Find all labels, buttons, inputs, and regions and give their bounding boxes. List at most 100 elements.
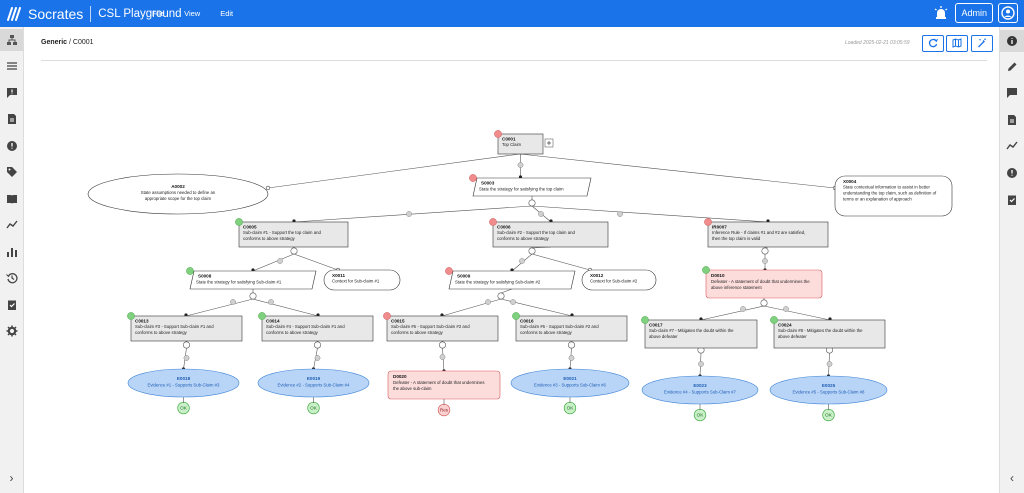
junction-circle[interactable] bbox=[528, 199, 536, 207]
status-badge[interactable] bbox=[489, 218, 497, 226]
link-marker[interactable] bbox=[230, 299, 236, 305]
comment-icon[interactable] bbox=[1000, 82, 1024, 104]
junction-circle[interactable] bbox=[183, 341, 191, 349]
brand[interactable]: Socrates CSL Playground bbox=[6, 3, 182, 24]
link-marker[interactable] bbox=[762, 258, 768, 264]
claim-box[interactable] bbox=[130, 315, 243, 342]
alert-circle-icon[interactable] bbox=[1000, 162, 1024, 184]
map-button[interactable] bbox=[946, 35, 968, 52]
junction-circle[interactable] bbox=[528, 247, 536, 255]
claim-box[interactable] bbox=[515, 315, 628, 342]
link-marker[interactable] bbox=[314, 355, 321, 361]
claim-box[interactable] bbox=[238, 221, 349, 248]
claim-box[interactable] bbox=[707, 221, 829, 248]
refresh-button[interactable] bbox=[922, 35, 944, 52]
status-badge[interactable] bbox=[469, 174, 477, 182]
menu-edit[interactable]: Edit bbox=[220, 9, 234, 18]
junction-circle[interactable] bbox=[761, 247, 769, 255]
junction-circle[interactable] bbox=[290, 247, 298, 255]
context-rounded-box[interactable] bbox=[323, 269, 401, 291]
status-badge[interactable] bbox=[445, 267, 453, 275]
strategy-parallelogram[interactable] bbox=[189, 270, 317, 290]
comment-alert-icon[interactable] bbox=[0, 82, 23, 104]
document-icon[interactable] bbox=[0, 108, 23, 130]
link-marker[interactable] bbox=[568, 355, 575, 361]
claim-box[interactable] bbox=[386, 315, 499, 342]
history-icon[interactable] bbox=[0, 267, 23, 289]
status-badge[interactable] bbox=[702, 266, 710, 274]
status-badge[interactable] bbox=[235, 218, 243, 226]
bar-chart-icon[interactable] bbox=[0, 241, 23, 263]
book-icon[interactable] bbox=[0, 188, 23, 210]
status-badge[interactable] bbox=[494, 130, 502, 138]
pencil-icon[interactable] bbox=[1000, 56, 1024, 78]
junction-circle[interactable] bbox=[497, 292, 505, 300]
junction-circle[interactable] bbox=[313, 341, 321, 349]
link-marker[interactable] bbox=[268, 299, 274, 305]
link-marker[interactable] bbox=[519, 258, 525, 264]
link-marker[interactable] bbox=[510, 299, 516, 305]
menu-file[interactable]: File bbox=[152, 9, 165, 18]
link-marker[interactable] bbox=[406, 211, 412, 217]
link-marker[interactable] bbox=[485, 299, 491, 305]
junction-circle[interactable] bbox=[567, 341, 575, 349]
strategy-parallelogram[interactable] bbox=[472, 177, 592, 197]
link-marker[interactable] bbox=[183, 355, 190, 361]
link-marker[interactable] bbox=[517, 162, 524, 168]
gear-icon[interactable] bbox=[0, 320, 23, 342]
junction-circle[interactable] bbox=[438, 341, 446, 349]
claim-box[interactable] bbox=[497, 133, 544, 155]
layout-button[interactable] bbox=[971, 35, 993, 52]
clipboard-check-icon[interactable] bbox=[0, 294, 23, 316]
menu-view[interactable]: View bbox=[184, 9, 201, 18]
claim-box[interactable] bbox=[773, 319, 886, 349]
status-badge[interactable] bbox=[186, 267, 194, 275]
clipboard-check-icon[interactable] bbox=[1000, 189, 1024, 211]
assumption-ellipse[interactable] bbox=[87, 173, 269, 215]
claim-box[interactable] bbox=[492, 221, 609, 248]
expand-left-sidebar-button[interactable]: › bbox=[9, 471, 14, 485]
status-badge[interactable] bbox=[770, 316, 778, 324]
status-badge[interactable] bbox=[641, 316, 649, 324]
link-marker[interactable] bbox=[439, 354, 446, 360]
defeater-box[interactable] bbox=[705, 269, 823, 299]
claim-box[interactable] bbox=[261, 315, 374, 342]
status-badge[interactable] bbox=[383, 312, 391, 320]
link-marker[interactable] bbox=[617, 211, 623, 217]
link-marker[interactable] bbox=[538, 211, 544, 217]
status-badge[interactable] bbox=[512, 312, 520, 320]
alert-circle-icon[interactable] bbox=[0, 135, 23, 157]
admin-button[interactable]: Admin bbox=[955, 3, 993, 23]
expand-toggle-button[interactable] bbox=[544, 138, 554, 148]
status-badge[interactable] bbox=[127, 312, 135, 320]
trend-icon[interactable] bbox=[1000, 135, 1024, 157]
document-icon[interactable] bbox=[1000, 109, 1024, 131]
strategy-parallelogram[interactable] bbox=[448, 270, 576, 290]
status-badge[interactable] bbox=[704, 218, 712, 226]
link-marker[interactable] bbox=[698, 361, 704, 367]
context-rounded-box[interactable] bbox=[581, 269, 657, 291]
collapse-right-sidebar-button[interactable]: ‹ bbox=[1010, 471, 1014, 485]
breadcrumb-root[interactable]: Generic bbox=[41, 39, 68, 46]
hierarchy-icon[interactable] bbox=[0, 29, 23, 51]
link-marker[interactable] bbox=[783, 306, 789, 312]
